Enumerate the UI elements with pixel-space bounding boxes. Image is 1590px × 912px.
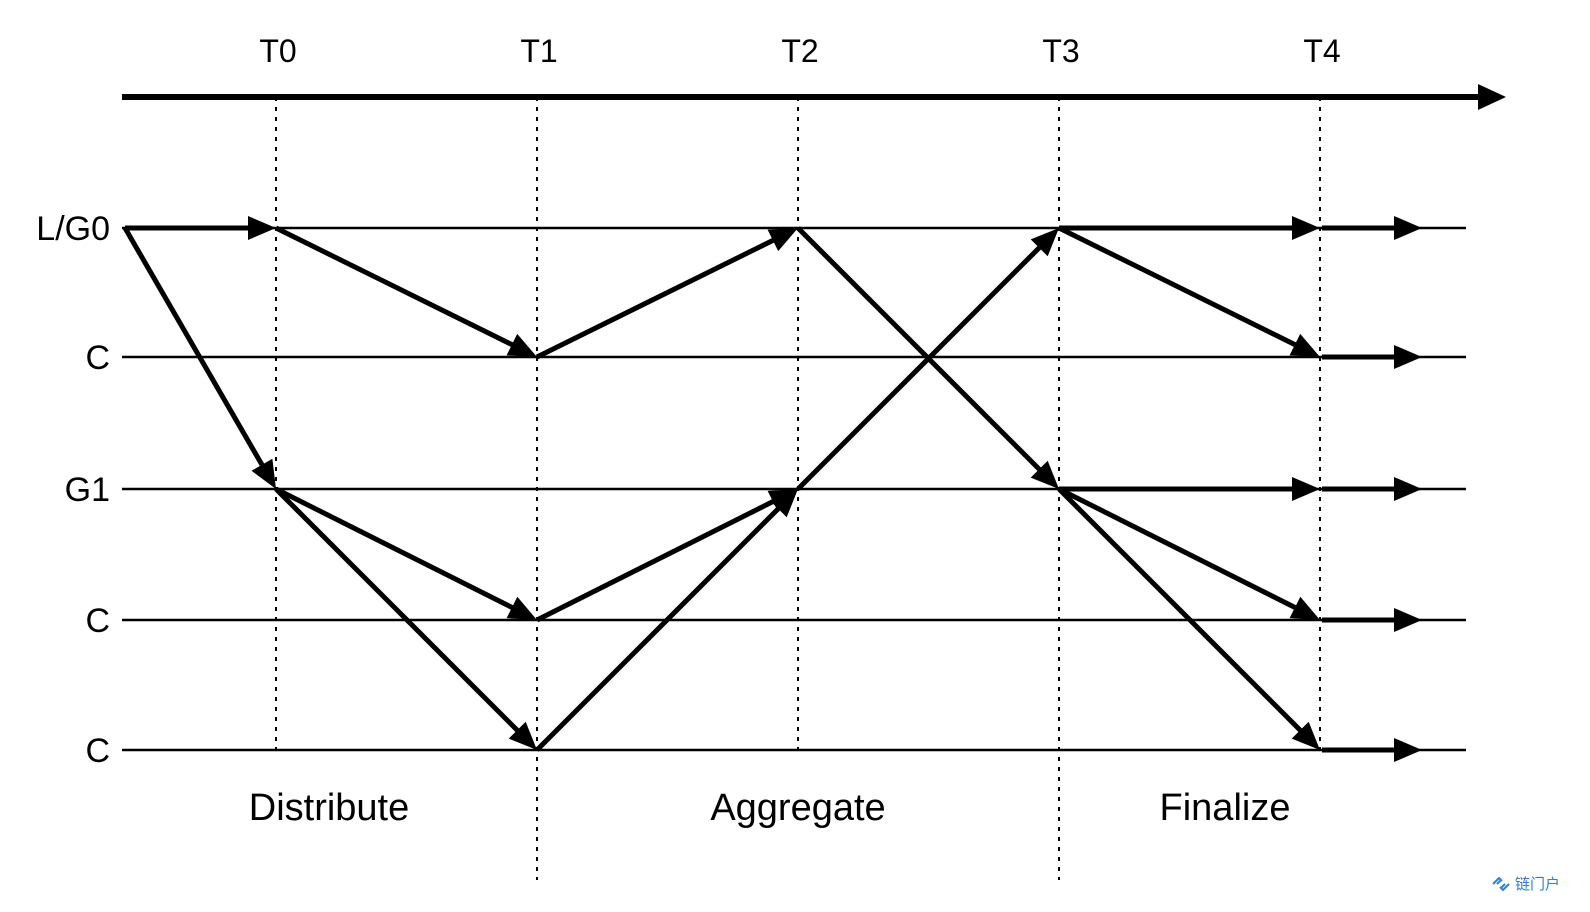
- time-label-t1: T1: [520, 33, 557, 69]
- flow-arrow: [796, 226, 1059, 489]
- time-label-t0: T0: [259, 33, 296, 69]
- row-label-4: C: [85, 732, 110, 770]
- flow-arrow: [1322, 738, 1422, 762]
- flow-arrow: [1322, 477, 1422, 501]
- row-label-1: C: [85, 339, 110, 377]
- phase-label-distribute: Distribute: [249, 787, 410, 829]
- phase-label-aggregate: Aggregate: [710, 787, 885, 829]
- chain-logo-icon: [1492, 876, 1510, 892]
- flow-arrow: [1057, 486, 1320, 620]
- time-label-t2: T2: [781, 33, 818, 69]
- flow-arrow: [535, 489, 798, 623]
- row-label-3: C: [85, 602, 110, 640]
- flow-arrow: [1059, 477, 1320, 501]
- flow-arrow: [535, 489, 798, 752]
- flow-arrow: [1059, 216, 1320, 240]
- flow-arrow: [122, 226, 276, 489]
- time-axis-arrowhead: [1478, 84, 1506, 110]
- time-label-t4: T4: [1303, 33, 1340, 69]
- watermark: 链门户: [1491, 876, 1560, 892]
- flow-arrow: [535, 228, 798, 360]
- flow-arrow: [274, 486, 537, 620]
- flow-arrow: [1057, 487, 1320, 750]
- flow-arrow: [1322, 216, 1422, 240]
- flow-arrow: [274, 225, 537, 357]
- flow-arrow: [1322, 608, 1422, 632]
- flow-arrow: [1057, 225, 1320, 357]
- row-label-2: G1: [65, 471, 110, 509]
- row-label-0: L/G0: [36, 210, 110, 248]
- flow-arrow: [274, 487, 537, 750]
- flow-arrow: [796, 228, 1059, 491]
- phase-label-finalize: Finalize: [1160, 787, 1291, 829]
- watermark-text: 链门户: [1514, 875, 1560, 893]
- flow-arrow: [125, 216, 276, 240]
- flow-arrow: [1322, 345, 1422, 369]
- time-label-t3: T3: [1042, 33, 1079, 69]
